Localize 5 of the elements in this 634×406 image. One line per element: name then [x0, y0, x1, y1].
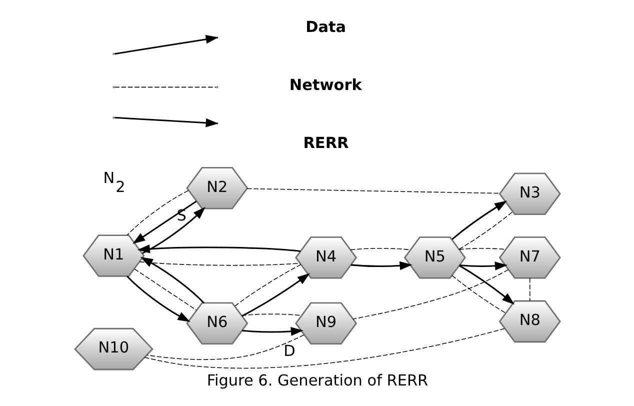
- node-label: D: [283, 342, 295, 360]
- legend-label: Network: [288, 76, 362, 94]
- legend-label: RERR: [302, 134, 348, 152]
- legend-label: Data: [305, 18, 346, 36]
- caption: Figure 6. Generation of RERR: [206, 371, 428, 390]
